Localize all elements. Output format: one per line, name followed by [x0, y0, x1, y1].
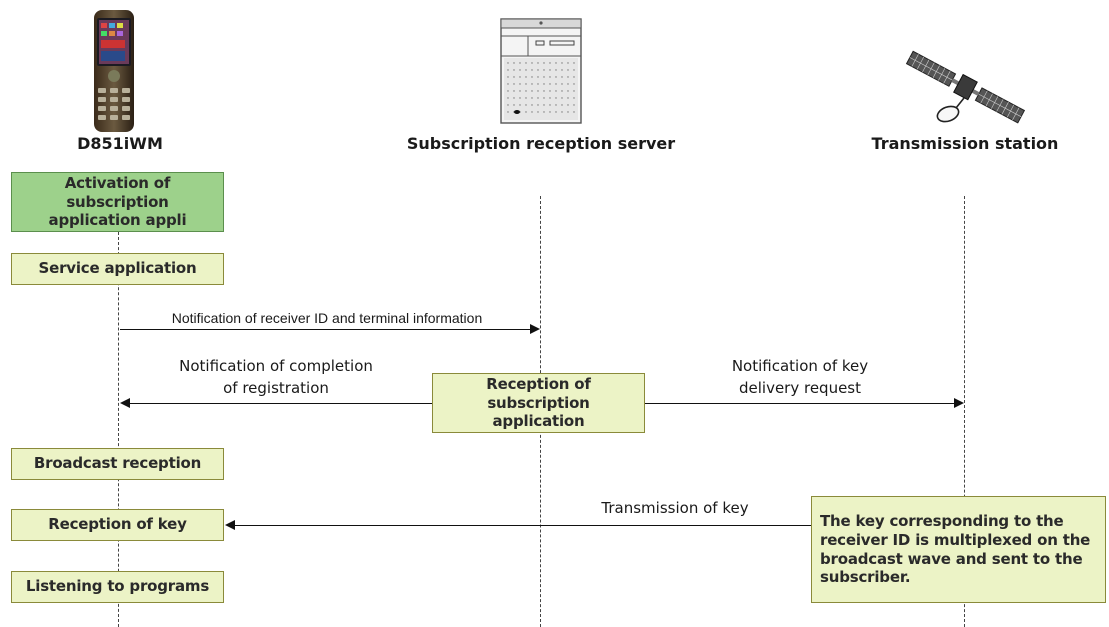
arrow-transmission-of-key: [235, 525, 811, 526]
step-broadcast-reception: Broadcast reception: [11, 448, 224, 480]
arrowhead-completion: [120, 398, 130, 408]
key-delivery-note: The key corresponding to the receiver ID…: [811, 496, 1106, 603]
actor-label-server: Subscription reception server: [406, 134, 676, 153]
arrowhead-key-request: [954, 398, 964, 408]
satellite-icon: [900, 50, 1030, 126]
msg-key-request-line1: Notification of key: [731, 357, 869, 375]
msg-notify-receiver-id: Notification of receiver ID and terminal…: [171, 310, 483, 326]
lifeline-station: [964, 196, 965, 627]
lifeline-phone: [118, 232, 119, 627]
actor-label-station: Transmission station: [871, 134, 1059, 153]
arrowhead-notify-receiver-id: [530, 324, 540, 334]
msg-completion-line2: of registration: [223, 379, 329, 397]
msg-completion-line1: Notification of completion: [179, 357, 373, 375]
actor-label-phone: D851iWM: [77, 134, 163, 153]
server-icon: [500, 18, 582, 124]
msg-transmission-of-key: Transmission of key: [601, 499, 749, 517]
step-activation: Activation of subscription application a…: [11, 172, 224, 232]
mobile-phone-icon: [88, 10, 140, 132]
step-service-application: Service application: [11, 253, 224, 285]
msg-key-request-line2: delivery request: [738, 379, 862, 397]
step-reception-of-key: Reception of key: [11, 509, 224, 541]
arrow-notify-receiver-id: [120, 329, 530, 330]
arrowhead-transmission-of-key: [225, 520, 235, 530]
arrow-key-request: [645, 403, 954, 404]
step-reception-of-subscription: Reception of subscription application: [432, 373, 645, 433]
step-listening: Listening to programs: [11, 571, 224, 603]
arrow-completion: [130, 403, 432, 404]
